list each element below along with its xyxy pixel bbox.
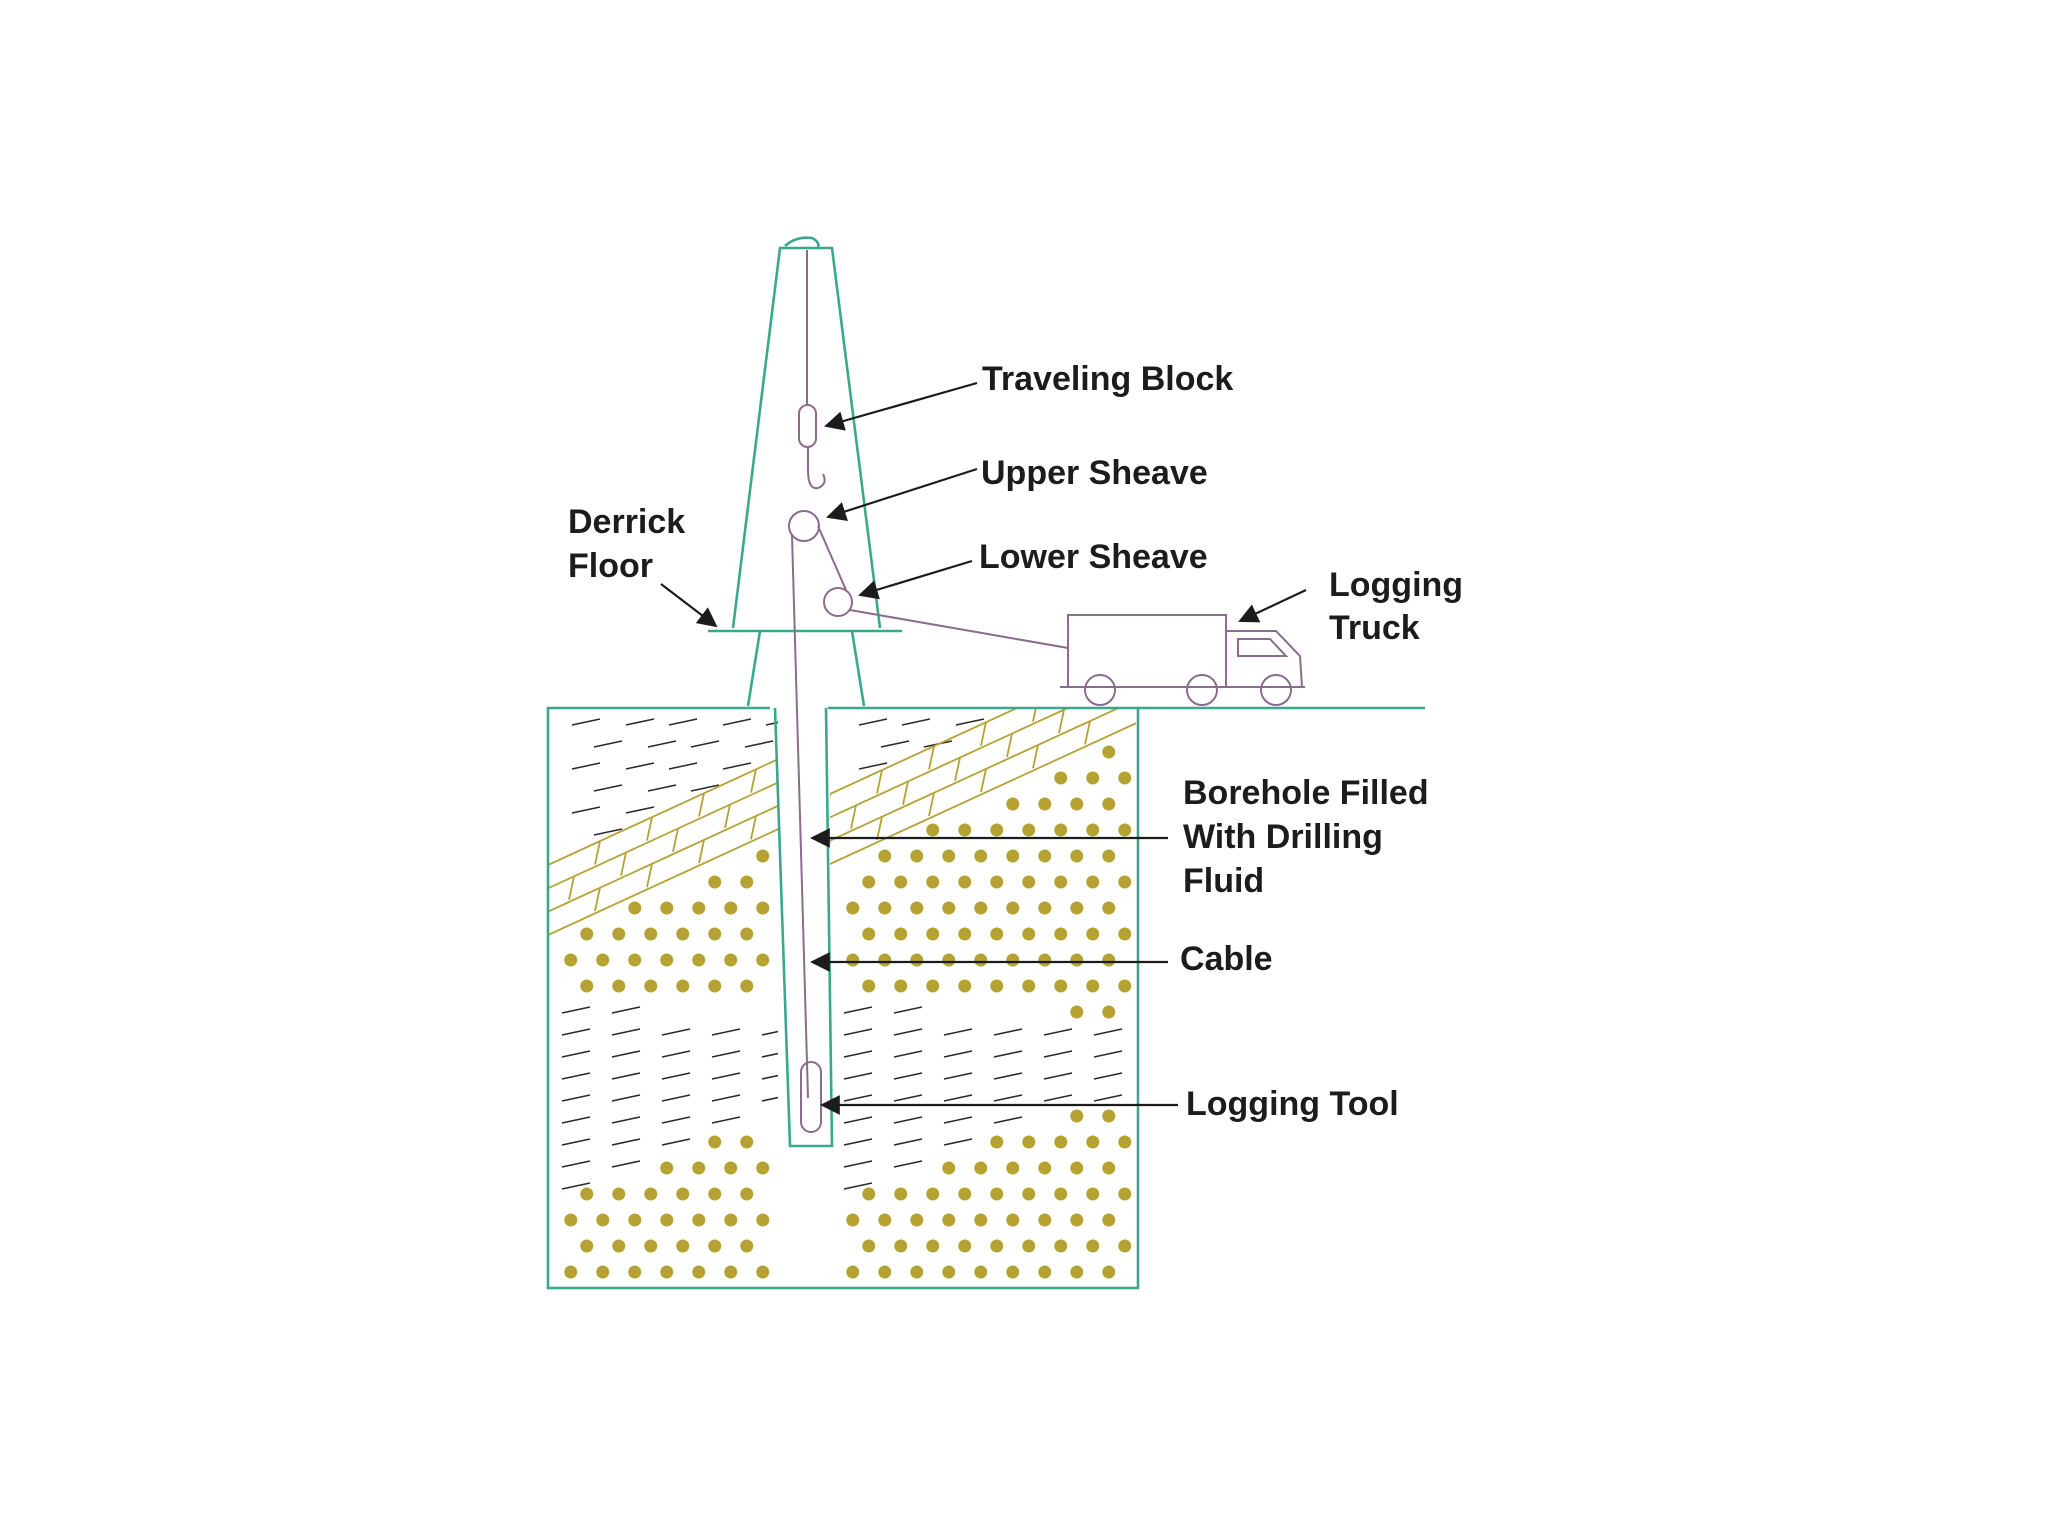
lower-sheave — [823, 587, 853, 617]
logging-tool — [800, 1061, 822, 1133]
upper-sheave — [788, 510, 820, 542]
label-cable: Cable — [1180, 940, 1273, 978]
label-derrick-floor-line2: Floor — [568, 547, 653, 585]
derrick — [708, 236, 902, 707]
label-logging-truck-line1: Logging — [1329, 566, 1463, 604]
borehole — [773, 707, 834, 1148]
label-logging-truck-line2: Truck — [1329, 609, 1420, 647]
traveling-block — [798, 404, 817, 448]
leader-lines — [660, 381, 1307, 1115]
label-borehole-line2: With Drilling — [1183, 818, 1383, 856]
formation-right — [830, 708, 1136, 1279]
logging-truck — [1060, 614, 1305, 706]
label-lower-sheave: Lower Sheave — [979, 538, 1208, 576]
label-borehole-line1: Borehole Filled — [1183, 774, 1429, 812]
hook — [807, 447, 826, 490]
formation-left — [548, 718, 778, 1279]
label-borehole-line3: Fluid — [1183, 862, 1264, 900]
label-upper-sheave: Upper Sheave — [981, 454, 1208, 492]
label-traveling-block: Traveling Block — [982, 360, 1233, 398]
label-derrick-floor-line1: Derrick — [568, 503, 685, 541]
cable-rigging — [788, 250, 1069, 1133]
ground-block-outline — [546, 706, 1140, 1290]
label-logging-tool: Logging Tool — [1186, 1085, 1399, 1123]
formation-patterns — [548, 708, 1136, 1279]
labels: Traveling Block Upper Sheave Lower Sheav… — [568, 360, 1463, 1123]
